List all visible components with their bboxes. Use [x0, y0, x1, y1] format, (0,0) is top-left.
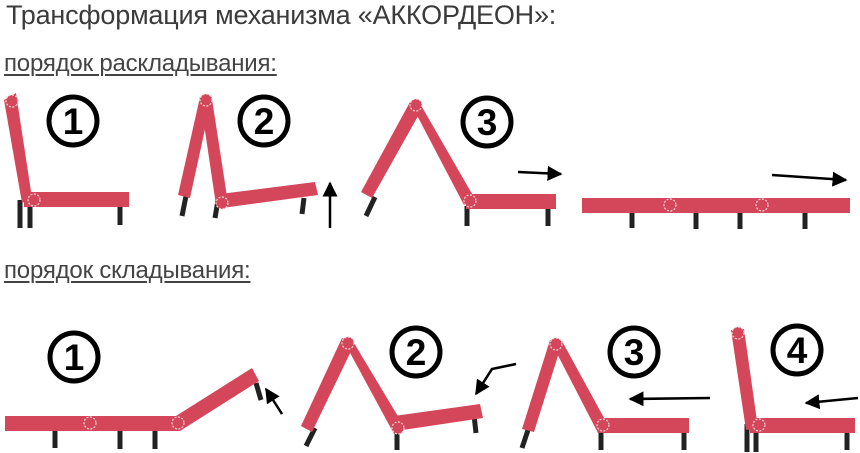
fold-order-heading: порядок складывания:: [4, 257, 251, 284]
diagram-title: Трансформация механизма «АККОРДЕОН»:: [6, 0, 557, 30]
unfold-step-3-badge: 3: [460, 95, 514, 149]
fold-step-2-sofa: [301, 336, 483, 450]
hinge: [596, 418, 610, 432]
seat-panel: [394, 404, 483, 431]
hinge: [215, 196, 229, 210]
bed-surface: [582, 198, 850, 213]
hinge: [199, 93, 213, 107]
hinge: [171, 416, 185, 430]
middle-panel: [550, 340, 609, 433]
fold-step-1-number: 1: [64, 337, 85, 378]
unfold-step-2-number: 2: [254, 101, 275, 142]
seat-panel: [220, 182, 318, 208]
back-panel: [731, 329, 758, 430]
fold-step-3-sofa: [519, 337, 689, 450]
fold-step-2-number: 2: [406, 332, 427, 373]
unfold-step-3-sofa: [361, 98, 556, 226]
fold-step-3-number: 3: [624, 332, 645, 373]
leg: [519, 429, 531, 449]
hinge: [752, 418, 766, 432]
hinge: [463, 194, 477, 208]
fold-step-4-sofa: [731, 326, 855, 452]
arrow-up-left: [264, 387, 284, 415]
unfold-step-3-number: 3: [477, 102, 498, 143]
unfold-step-1-sofa: [4, 93, 129, 228]
hinge: [731, 326, 745, 340]
fold-step-2-badge: 2: [389, 325, 443, 379]
fold-step-4-badge: 4: [770, 323, 824, 377]
unfold-step-2-sofa: [178, 93, 318, 219]
unfolded-bed: [582, 198, 850, 229]
fold-step-1-badge: 1: [47, 330, 101, 384]
seat-panel: [750, 418, 855, 433]
seat-panel: [466, 194, 556, 209]
hinge: [5, 94, 19, 108]
fold-step-1-sofa: [5, 368, 264, 449]
arrow-left-short: [804, 394, 859, 410]
middle-panel: [200, 97, 228, 205]
arrow-left: [628, 391, 711, 407]
arrow-right-long: [771, 171, 848, 187]
leg: [303, 426, 318, 448]
back-panel: [522, 340, 562, 432]
unfold-step-1-badge: 1: [46, 94, 100, 148]
raised-panel: [176, 368, 259, 431]
middle-panel: [342, 338, 405, 434]
fold-step-3-badge: 3: [607, 325, 661, 379]
hinge: [391, 421, 405, 435]
hinge: [341, 336, 355, 350]
hinge: [755, 198, 769, 212]
arrow-bent-down-left: [474, 362, 517, 396]
unfold-step-2-badge: 2: [237, 94, 291, 148]
arrow-right: [517, 165, 563, 181]
leg: [363, 195, 378, 218]
hinge: [83, 416, 97, 430]
leg: [299, 197, 307, 215]
middle-panel: [410, 102, 475, 205]
back-panel: [361, 102, 422, 198]
back-panel: [301, 338, 354, 432]
back-panel: [4, 93, 32, 203]
hinge: [549, 337, 563, 351]
leg: [179, 195, 189, 217]
seat-panel: [24, 192, 129, 207]
hinge: [27, 193, 41, 207]
hinge: [663, 198, 677, 212]
back-panel: [178, 97, 212, 198]
unfold-order-heading: порядок раскладывания:: [4, 50, 277, 77]
hinge: [409, 98, 423, 112]
fold-step-4-number: 4: [787, 330, 808, 371]
unfold-step-1-number: 1: [63, 101, 84, 142]
seat-panel: [599, 418, 689, 433]
leg: [253, 382, 264, 401]
